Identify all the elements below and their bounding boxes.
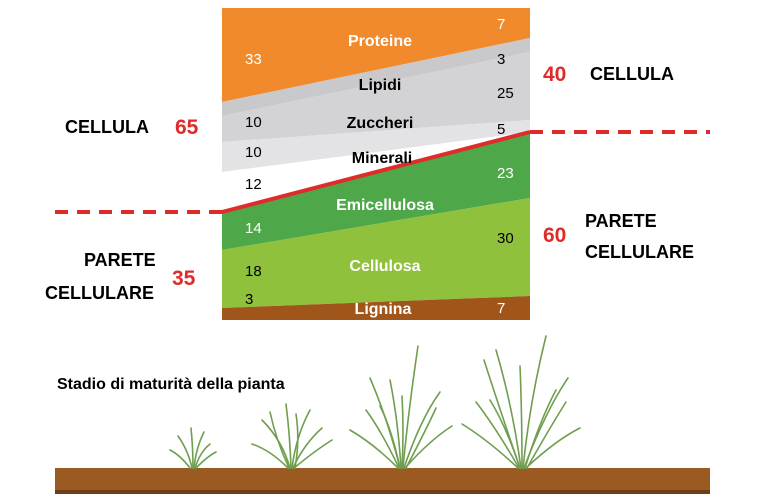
left-values: 33 10 10 12 14 18 3 — [245, 51, 262, 308]
right-value-zuccheri: 25 — [497, 85, 514, 102]
label-cellulosa: Cellulosa — [349, 258, 420, 275]
band-proteine — [222, 8, 530, 102]
right-value-minerali: 5 — [497, 121, 505, 138]
left-value-proteine: 33 — [245, 51, 262, 68]
band-cellulosa — [222, 198, 530, 308]
left-parete-value: 35 — [172, 267, 196, 290]
right-parete-value: 60 — [543, 224, 566, 247]
grass-stage-4-icon — [461, 335, 581, 469]
band-lignina — [222, 296, 530, 320]
left-parete-line1: PARETE — [84, 250, 156, 270]
maturity-caption: Stadio di maturità della pianta — [57, 376, 285, 393]
right-cellula-value: 40 — [543, 63, 566, 86]
left-parete-line2: CELLULARE — [45, 283, 154, 303]
soil-shadow — [55, 490, 710, 494]
band-zuccheri — [222, 52, 530, 142]
left-annotations: CELLULA 65 PARETE CELLULARE 35 — [45, 116, 199, 303]
band-lipidi — [222, 38, 530, 116]
label-zuccheri: Zuccheri — [347, 115, 414, 132]
left-value-white: 12 — [245, 176, 262, 193]
right-parete-line2: CELLULARE — [585, 242, 694, 262]
left-value-zuccheri: 10 — [245, 114, 262, 131]
right-value-lipidi: 3 — [497, 51, 505, 68]
left-value-cellulosa: 18 — [245, 263, 262, 280]
soil-strip — [55, 468, 710, 494]
left-cellula-value: 65 — [175, 116, 199, 139]
right-parete-line1: PARETE — [585, 211, 657, 231]
right-value-emicellulosa: 23 — [497, 165, 514, 182]
right-value-lignina: 7 — [497, 300, 505, 317]
right-cellula-label: CELLULA — [590, 64, 674, 84]
component-labels: Proteine Lipidi Zuccheri Minerali Emicel… — [336, 33, 434, 318]
right-value-proteine: 7 — [497, 16, 505, 33]
right-annotations: 40 CELLULA 60 PARETE CELLULARE — [543, 63, 694, 262]
band-emicellulosa — [222, 132, 530, 250]
grass-stage-2-icon — [251, 403, 333, 469]
left-value-minerali: 10 — [245, 144, 262, 161]
grass-stage-1-icon — [169, 427, 217, 469]
label-lignina: Lignina — [355, 301, 412, 318]
label-proteine: Proteine — [348, 33, 412, 50]
left-value-emicellulosa: 14 — [245, 220, 262, 237]
right-values: 7 3 25 5 23 30 7 — [497, 16, 514, 317]
left-cellula-label: CELLULA — [65, 117, 149, 137]
left-value-lignina: 3 — [245, 291, 253, 308]
band-minerali — [222, 120, 530, 172]
label-emicellulosa: Emicellulosa — [336, 197, 434, 214]
right-value-cellulosa: 30 — [497, 230, 514, 247]
grass-stage-3-icon — [349, 345, 453, 469]
cell-wall-divider — [221, 130, 531, 214]
label-minerali: Minerali — [352, 150, 412, 167]
label-lipidi: Lipidi — [359, 77, 402, 94]
